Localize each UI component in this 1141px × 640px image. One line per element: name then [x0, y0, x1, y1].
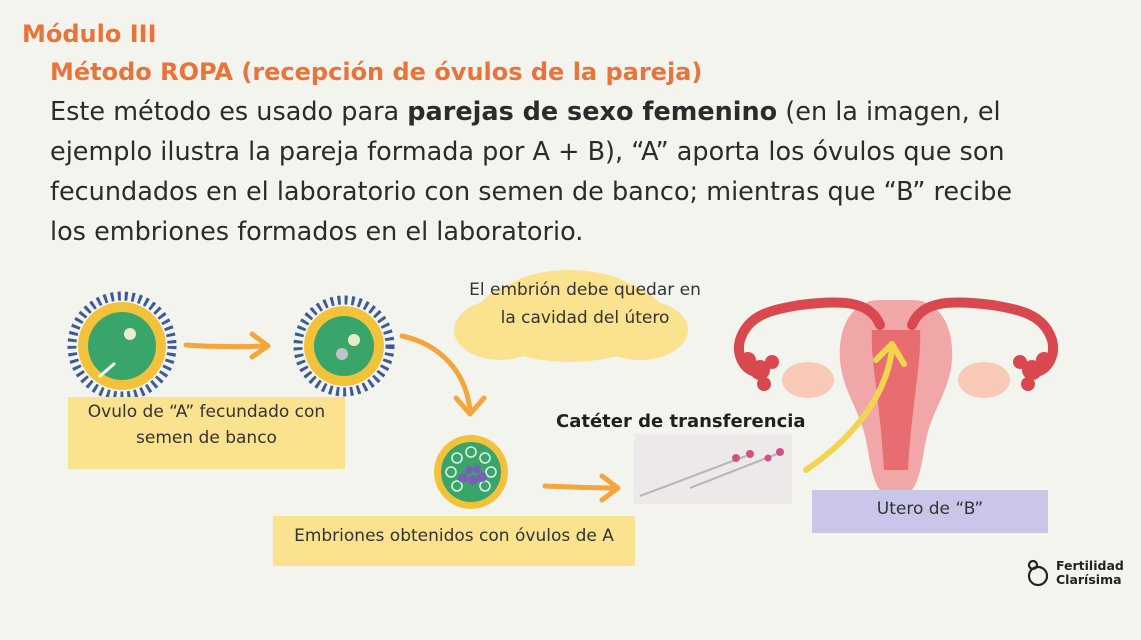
- module-label: Módulo III: [22, 20, 157, 48]
- catheter-icon: [639, 448, 784, 498]
- embryo-icon: [434, 435, 508, 509]
- label-line: semen de banco: [136, 428, 277, 448]
- arrow-icon: [183, 331, 271, 360]
- cloud-caption-line: El embrión debe quedar en: [469, 280, 701, 300]
- catheter-photo: [634, 434, 792, 504]
- slide-title: Método ROPA (recepción de óvulos de la p…: [50, 58, 703, 86]
- fertilized-oocyte-icon: [67, 291, 177, 401]
- intro-text-end: (en la imagen, el ejemplo ilustra la par…: [50, 97, 1013, 247]
- cloud-caption: El embrión debe quedar en la cavidad del…: [440, 276, 730, 332]
- arrow-icon: [542, 473, 621, 503]
- uterus-icon: [734, 297, 1058, 490]
- zygote-icon: [293, 295, 395, 397]
- intro-bold-text: parejas de sexo femenino: [407, 97, 778, 127]
- catheter-label: Catéter de transferencia: [556, 411, 806, 432]
- fertilidad-logo-icon: [1027, 559, 1049, 587]
- uterus-label: Utero de “B”: [812, 490, 1048, 533]
- cloud-caption-line: la cavidad del útero: [500, 308, 670, 328]
- curved-arrow-icon: [399, 333, 487, 417]
- intro-paragraph: Este método es usado para parejas de sex…: [50, 92, 1050, 252]
- brand-name: Fertilidad Clarísima: [1056, 559, 1124, 587]
- embryos-label: Embriones obtenidos con óvulos de A: [273, 516, 635, 566]
- brand-line: Fertilidad: [1056, 558, 1124, 573]
- fertilized-oocyte-label: Ovulo de “A” fecundado con semen de banc…: [68, 397, 345, 469]
- cloud-shape: [454, 270, 688, 362]
- yellow-arrow-icon: [803, 341, 907, 473]
- intro-text-start: Este método es usado para: [50, 97, 408, 127]
- brand-line: Clarísima: [1056, 572, 1122, 587]
- label-line: Ovulo de “A” fecundado con: [87, 402, 326, 422]
